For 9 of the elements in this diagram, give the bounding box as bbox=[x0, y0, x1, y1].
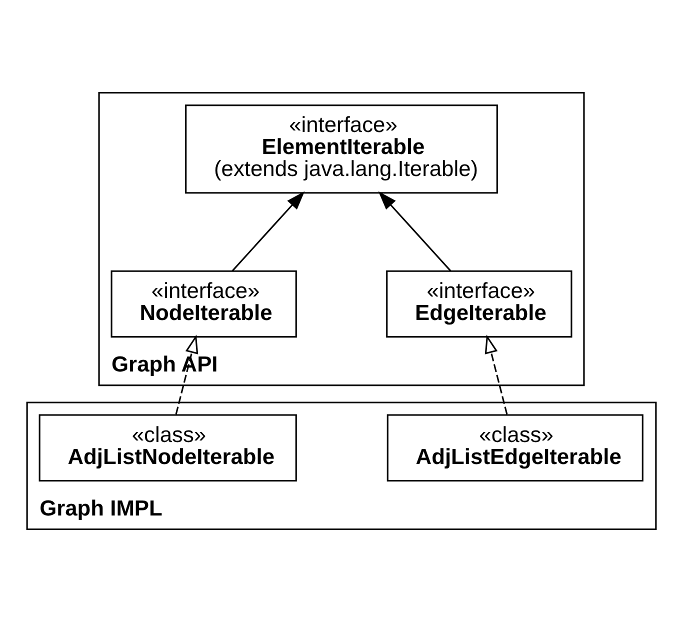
node-box: «class» AdjListEdgeIterable bbox=[386, 414, 644, 482]
node-box: «interface» NodeIterable bbox=[110, 270, 297, 338]
arrow bbox=[175, 334, 198, 415]
node-box: «interface» EdgeIterable bbox=[386, 270, 572, 338]
arrow bbox=[484, 334, 508, 415]
node-box: «interface» ElementIterable (extends java.lang.Iterable) bbox=[185, 104, 498, 194]
arrow bbox=[232, 191, 305, 272]
node-box: «class» AdjListNodeIterable bbox=[38, 414, 297, 482]
arrow bbox=[378, 191, 452, 272]
